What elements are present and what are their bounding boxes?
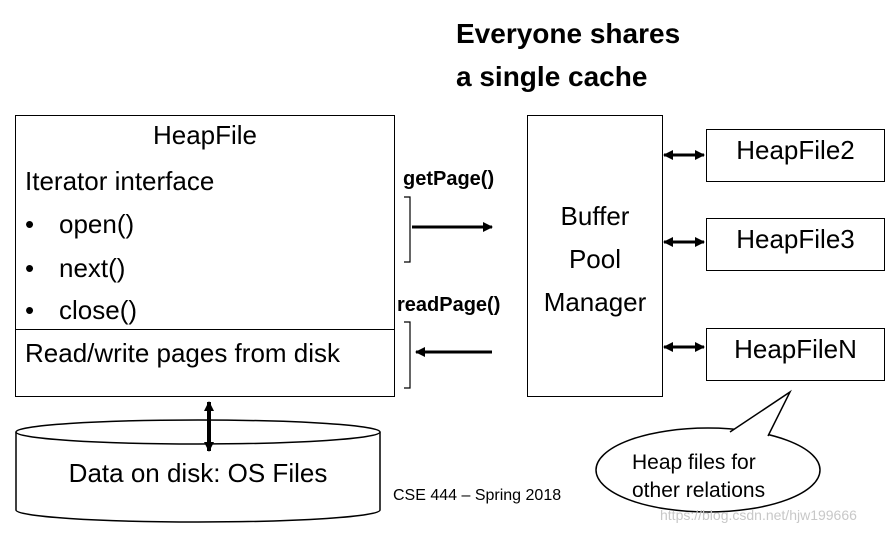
heapfilen-label: HeapFileN (734, 334, 857, 364)
readpage-bracket (404, 321, 411, 389)
heapfile2-label: HeapFile2 (736, 135, 855, 165)
iterator-interface-label: Iterator interface (25, 166, 215, 196)
heapfilen-box: HeapFileN (706, 328, 885, 381)
heapfile3-box: HeapFile3 (706, 218, 885, 271)
title-line-2: a single cache (456, 61, 648, 92)
callout-line-2: other relations (632, 479, 766, 502)
heapfile-box: HeapFile Iterator interface • open() • n… (15, 115, 395, 397)
bullet-close: • (25, 295, 35, 325)
footer-text: CSE 444 – Spring 2018 (393, 487, 562, 504)
buffer-pool-line-2: Pool (568, 244, 622, 274)
bullet-next: • (25, 253, 35, 283)
title-line-1: Everyone shares (456, 18, 681, 49)
heapfile2-box: HeapFile2 (706, 129, 885, 182)
heapfile-title: HeapFile (152, 120, 258, 150)
bullet-open: • (25, 209, 35, 239)
method-open: open() (59, 209, 135, 239)
heapfile3-label: HeapFile3 (736, 224, 855, 254)
getpage-bracket (404, 196, 411, 263)
callout-bubble (554, 389, 821, 513)
callout-line-1: Heap files for (632, 451, 756, 474)
read-write-label: Read/write pages from disk (25, 338, 341, 368)
method-close: close() (59, 295, 138, 325)
heapfile-divider (16, 329, 394, 330)
disk-cylinder (15, 419, 381, 523)
readpage-label: readPage() (397, 294, 501, 316)
watermark: https://blog.csdn.net/hjw199666 (660, 507, 857, 523)
method-next: next() (59, 253, 126, 283)
disk-label: Data on disk: OS Files (68, 458, 328, 488)
buffer-pool-line-1: Buffer (560, 201, 630, 231)
getpage-label: getPage() (403, 168, 495, 190)
buffer-pool-manager-box: Buffer Pool Manager (527, 115, 663, 397)
buffer-pool-line-3: Manager (543, 287, 647, 317)
